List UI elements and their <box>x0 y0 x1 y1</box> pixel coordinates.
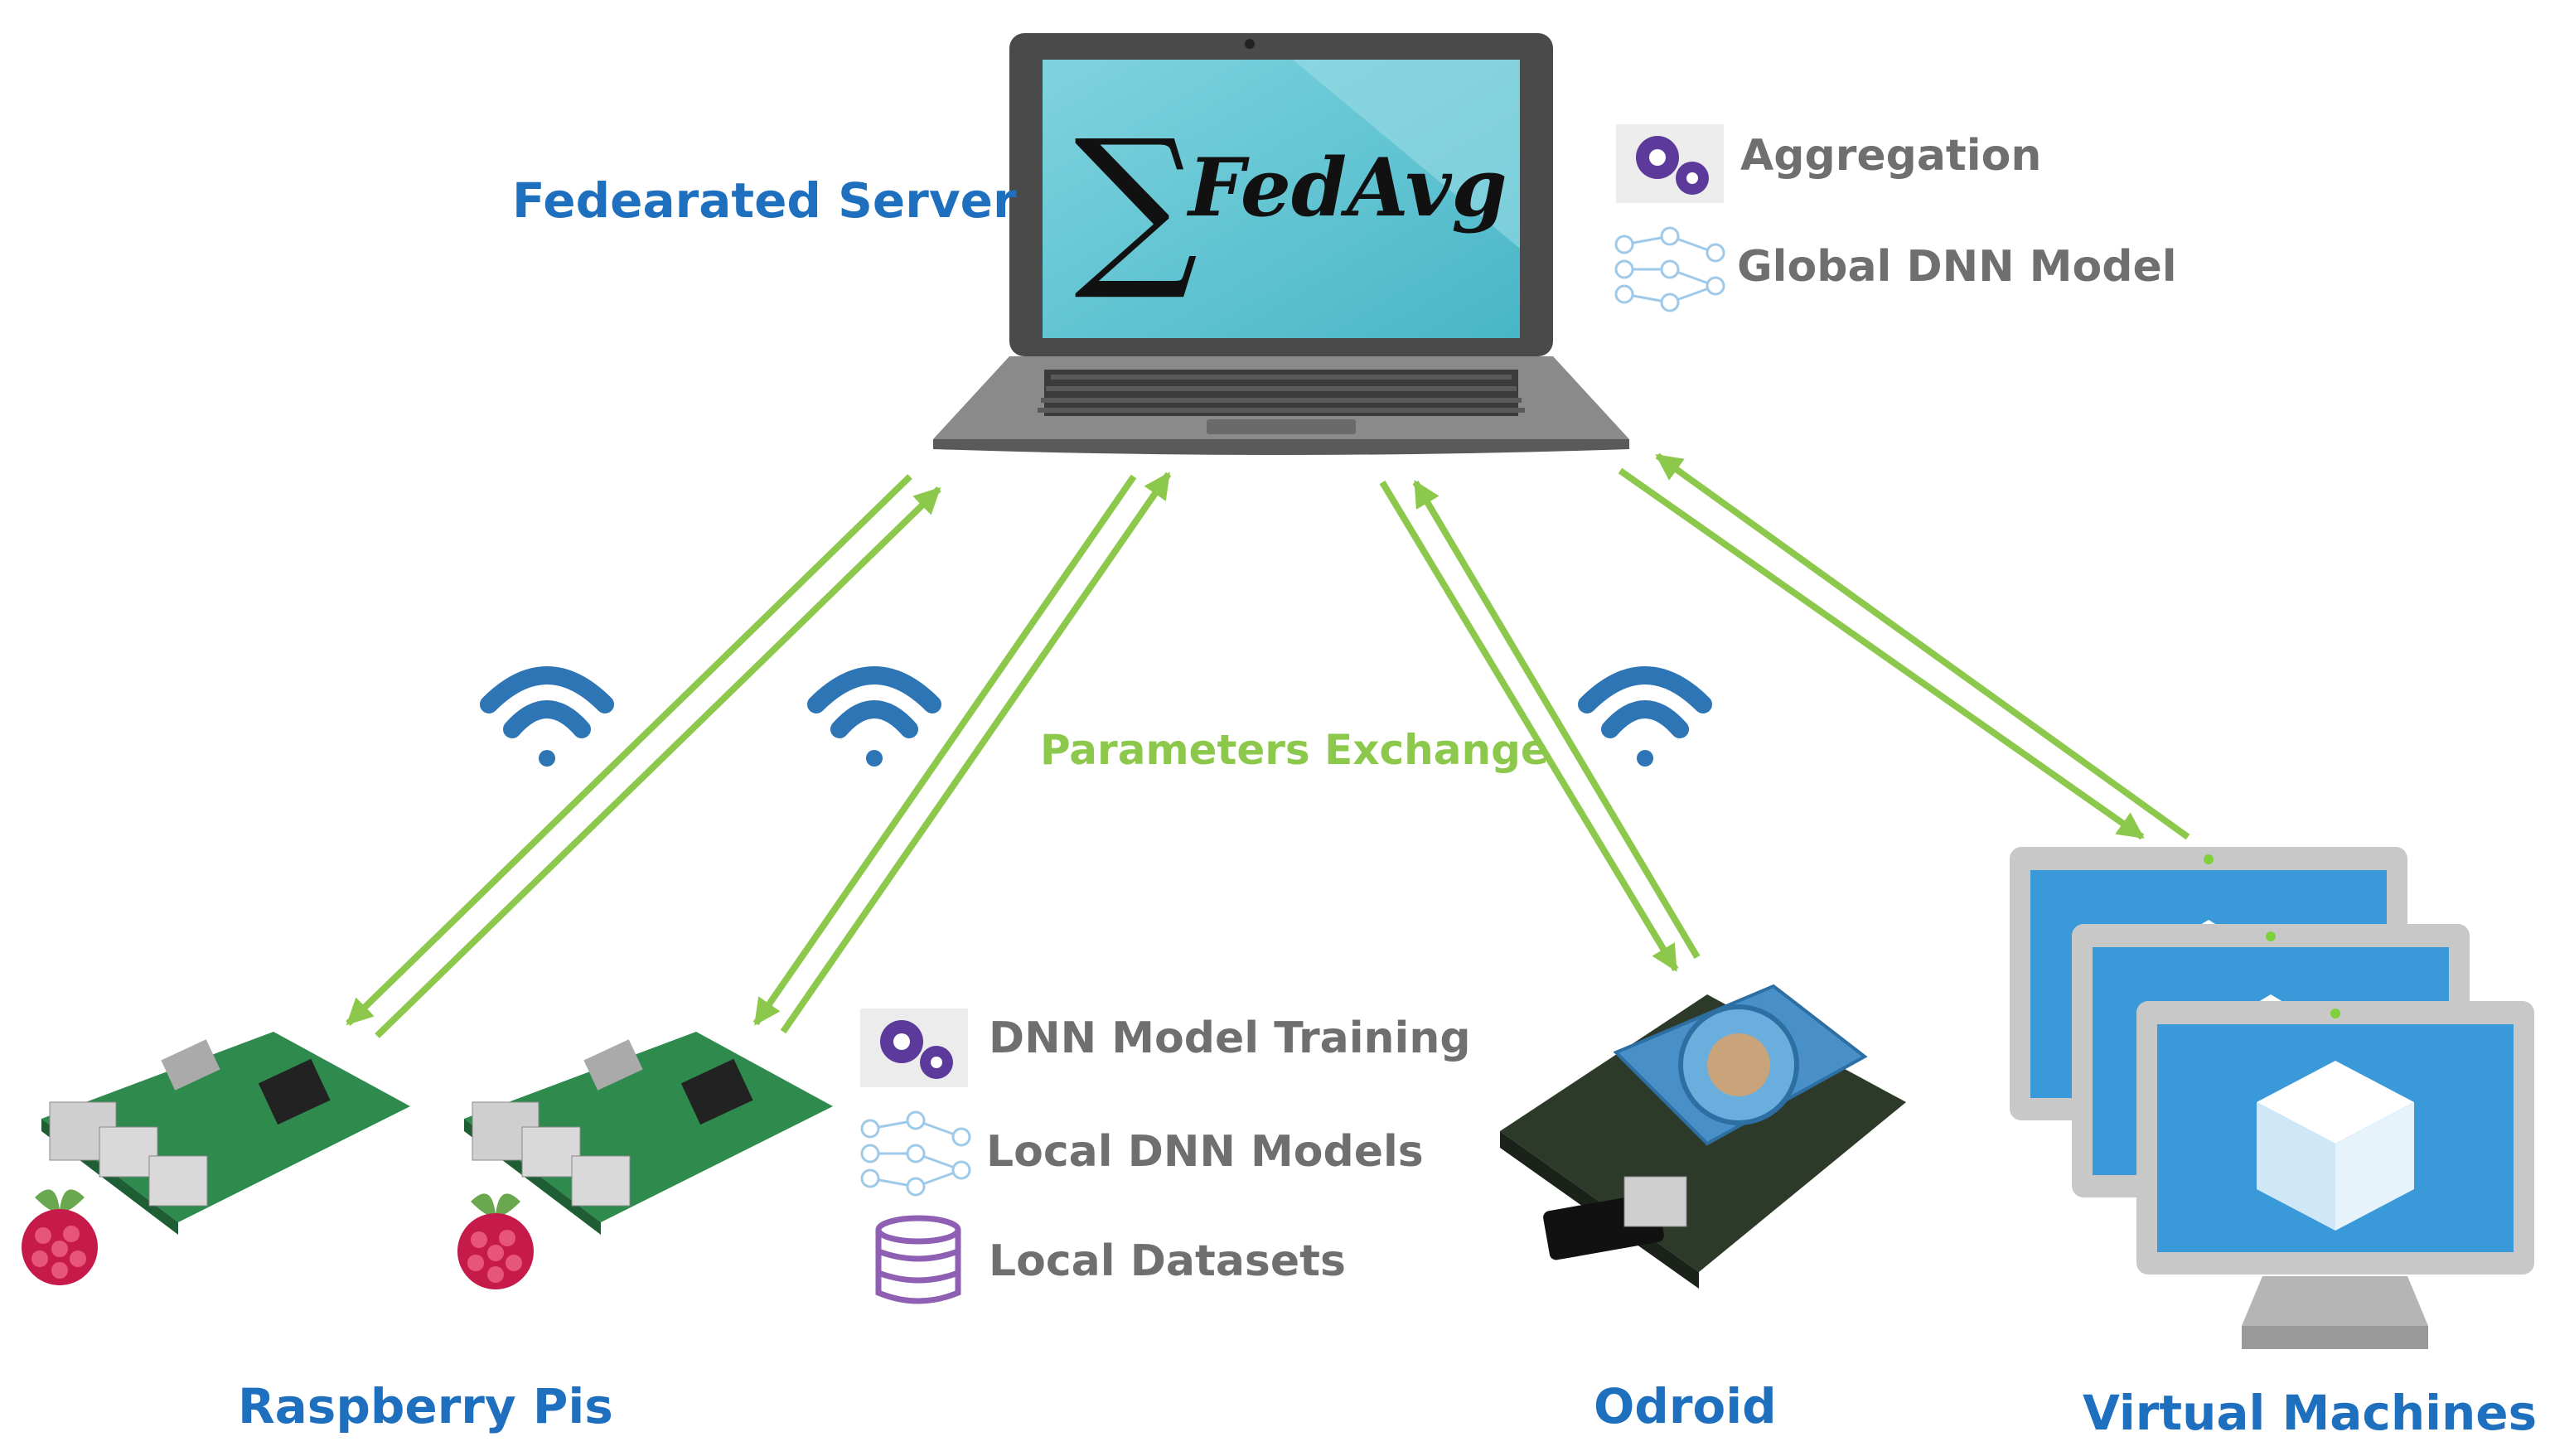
fedavg-label: FedAvg <box>1186 141 1507 235</box>
group-label-raspberry-pis: Raspberry Pis <box>238 1378 613 1434</box>
raspberry-pi-board <box>41 1032 410 1235</box>
gears-icon <box>1616 124 1724 203</box>
group-label-virtual-machines: Virtual Machines <box>2083 1385 2538 1441</box>
cube-icon <box>2257 1061 2414 1231</box>
arrow-down-pi2 <box>752 474 1137 1026</box>
gears-icon <box>860 1009 968 1087</box>
arrow-down-odroid <box>1379 480 1679 972</box>
legend-label-global-model: Global DNN Model <box>1737 242 2177 292</box>
legend-label-model-training: DNN Model Training <box>989 1013 1471 1063</box>
sigma-symbol: ∑ <box>1074 102 1198 305</box>
neural-network-icon <box>860 1110 971 1197</box>
arrow-down-vm <box>1618 467 2145 840</box>
raspberry-logo-icon <box>22 1189 98 1285</box>
arrow-up-pi2 <box>780 472 1172 1034</box>
raspberry-pi-board <box>464 1032 833 1235</box>
legend-label-local-models: Local DNN Models <box>986 1127 1424 1177</box>
database-icon <box>875 1215 961 1304</box>
server-laptop <box>933 33 1629 455</box>
legend-label-aggregation: Aggregation <box>1740 131 2042 181</box>
parameters-exchange-label: Parameters Exchange <box>1040 726 1549 774</box>
arrow-up-pi1 <box>375 486 941 1038</box>
wifi-icon <box>807 666 941 767</box>
odroid-board <box>1500 984 1906 1289</box>
wifi-icon <box>1578 666 1712 767</box>
arrow-down-pi1 <box>346 474 912 1026</box>
raspberry-logo-icon <box>457 1193 534 1289</box>
arrow-up-vm <box>1655 452 2190 840</box>
group-label-odroid: Odroid <box>1594 1378 1777 1434</box>
legend-label-local-datasets: Local Datasets <box>989 1236 1346 1286</box>
server-label: Fedearated Server <box>512 172 1017 229</box>
neural-network-icon <box>1614 226 1725 312</box>
arrow-up-odroid <box>1412 480 1701 960</box>
wifi-icon <box>480 666 614 767</box>
parameter-exchange-arrows <box>346 452 2190 1038</box>
